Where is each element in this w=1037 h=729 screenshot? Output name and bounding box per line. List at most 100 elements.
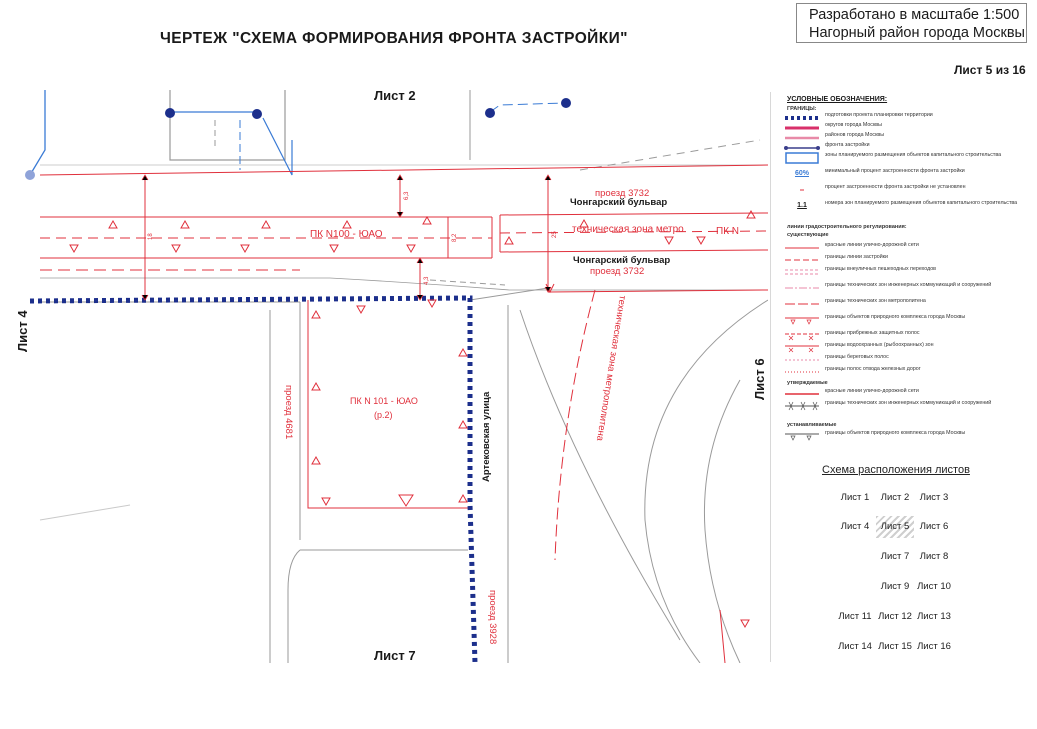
legend: УСЛОВНЫЕ ОБОЗНАЧЕНИЯ: ГРАНИЦЫ: подготовк… [770, 92, 1021, 662]
layout-cell: Лист 14 [838, 641, 872, 652]
sheet-number: Лист 5 из 16 [954, 63, 1026, 77]
red-line [39, 164, 768, 176]
pk-sublabel: (р.2) [374, 410, 393, 420]
triangle [545, 283, 555, 294]
node [561, 98, 571, 108]
road-edge [287, 549, 301, 663]
triangle [398, 494, 414, 507]
triangle [311, 455, 321, 465]
dimension [416, 257, 424, 301]
triangle [180, 219, 190, 229]
triangle [329, 244, 339, 254]
dim-label: 8,2 [452, 233, 458, 242]
scale-line: Разработано в масштабе 1:500 [809, 7, 1020, 23]
road-edge [469, 287, 549, 301]
layout-cell: Лист 3 [919, 492, 949, 503]
legend-section-boundaries: ГРАНИЦЫ: [787, 106, 817, 112]
dim-label: 25 [552, 231, 558, 238]
dimension [141, 174, 149, 301]
dimension [396, 174, 404, 218]
triangle [108, 219, 118, 229]
layout-cell: Лист 9 [880, 581, 910, 592]
legend-row: границы полос отвода железных дорог [785, 366, 921, 373]
legend-row: границы технических зон инженерных комму… [783, 400, 1019, 416]
blue-line [29, 90, 46, 176]
triangle [240, 244, 250, 254]
sheet-label-right: Лист 6 [752, 358, 767, 400]
front-line [29, 295, 478, 663]
scale-box: Разработано в масштабе 1:500 Нагорный ра… [796, 3, 1027, 43]
legend-row: границы технических зон инженерных комму… [785, 282, 992, 289]
red-line [719, 609, 726, 663]
legend-row: 60% минимальный процент застроенности фр… [794, 168, 965, 177]
triangle [261, 219, 271, 229]
triangle [342, 219, 352, 229]
red-line [307, 300, 468, 509]
metro-zone-label: техническая зона метрополитена [594, 295, 628, 443]
triangle [321, 497, 331, 507]
legend-row: границы технических зон метрополитена [785, 298, 926, 305]
red-line [499, 230, 768, 234]
road-edge [519, 309, 681, 641]
sheet-label-top: Лист 2 [374, 88, 416, 103]
proezd-label: проезд 3928 [487, 590, 498, 644]
drawing-title: ЧЕРТЕЖ "СХЕМА ФОРМИРОВАНИЯ ФРОНТА ЗАСТРО… [160, 30, 628, 47]
legend-row: районов города Москвы [785, 132, 885, 140]
layout-cell-current: Лист 5 [876, 516, 914, 538]
legend-row: зоны планируемого размещения объектов ка… [783, 152, 1019, 168]
legend-section-regulation: линии градостроительного регулирования: [787, 224, 907, 230]
layout-cell: Лист 10 [917, 581, 951, 592]
triangle [311, 381, 321, 391]
triangle [696, 236, 706, 246]
road-edge [40, 277, 768, 291]
layout-cell: Лист 1 [840, 492, 870, 503]
triangle [69, 244, 79, 254]
layout-cell: Лист 4 [840, 521, 870, 532]
layout-scheme-title: Схема расположения листов [822, 464, 970, 476]
road-edge [39, 504, 131, 521]
layout-cell: Лист 8 [919, 551, 949, 562]
triangle [171, 244, 181, 254]
triangle [311, 309, 321, 319]
triangle [422, 215, 432, 225]
layout-cell: Лист 13 [917, 611, 951, 622]
pk-label: ПК N 101 - ЮАО [350, 396, 418, 406]
dim-label: 4,3 [424, 276, 430, 285]
layout-cell: Лист 7 [880, 551, 910, 562]
triangle [458, 493, 468, 503]
street-label-chongarsky-2: Чонгарский бульвар [573, 255, 670, 266]
triangle [427, 299, 437, 309]
road-edge [579, 139, 761, 171]
road-edge [169, 90, 286, 161]
node [165, 108, 175, 118]
legend-row: процент застроенности фронта застройки н… [800, 184, 966, 191]
metro-zone-label: техническая зона метро [572, 224, 684, 235]
dim-label: 18 [148, 233, 154, 240]
triangle [664, 236, 674, 246]
blue-line [489, 102, 566, 113]
layout-scheme: Лист 1 Лист 2 Лист 3 Лист 4 Лист 5 Лист … [836, 485, 1026, 665]
red-line [554, 289, 596, 561]
legend-row: границы объектов природного комплекса го… [783, 430, 1019, 444]
legend-row: красные линии улично-дорожной сети [785, 388, 919, 395]
legend-title: УСЛОВНЫЕ ОБОЗНАЧЕНИЯ: [787, 96, 888, 103]
triangle [356, 305, 366, 315]
red-line [547, 289, 768, 293]
triangle [579, 218, 589, 228]
red-line [499, 249, 768, 253]
legend-row: границы прибрежных защитных полос [783, 330, 1019, 342]
road-edge [644, 299, 768, 663]
dim-label: 6,3 [404, 191, 410, 200]
node [25, 170, 35, 180]
legend-row: фронта застройки [783, 142, 1019, 154]
street-label-chongarsky-1: Чонгарский бульвар [570, 197, 667, 208]
legend-row: округов города Москвы [785, 122, 882, 130]
triangle [458, 419, 468, 429]
legend-row: границы водоохранных (рыбоохранных) зон [783, 342, 1019, 354]
district-line: Нагорный район города Москвы [809, 25, 1025, 41]
dimension [544, 174, 552, 293]
legend-row: красные линии улично-дорожной сети [785, 242, 919, 249]
sheet-label-bottom: Лист 7 [374, 648, 416, 663]
sheet-label-left: Лист 4 [15, 310, 30, 352]
layout-cell: Лист 6 [919, 521, 949, 532]
